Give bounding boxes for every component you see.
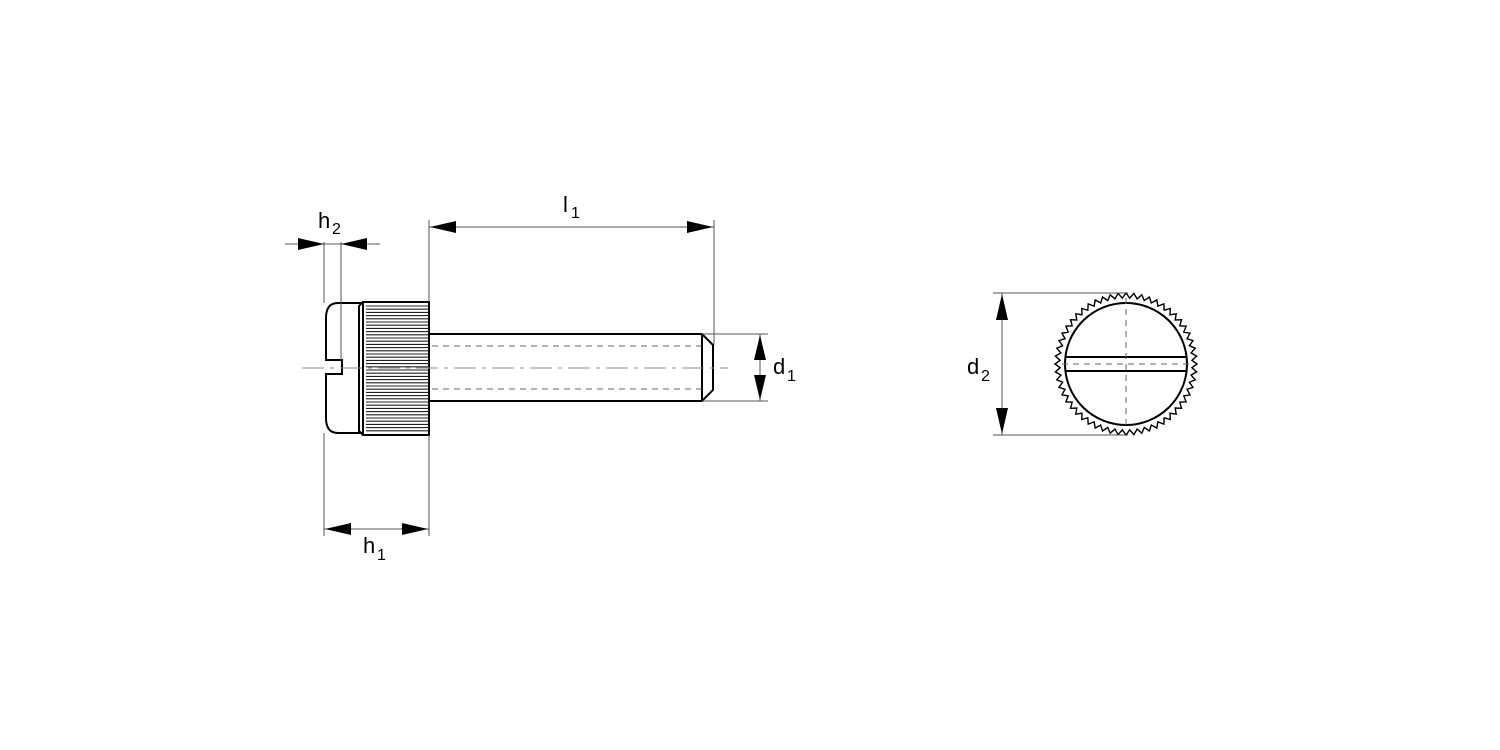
- end-view: [1053, 291, 1199, 437]
- label-d1: d: [773, 354, 785, 379]
- dimension-l1: l 1: [428, 192, 715, 345]
- label-l1: l: [563, 192, 568, 217]
- knurl-outline: [1053, 291, 1199, 437]
- svg-text:1: 1: [787, 368, 796, 385]
- side-view: [302, 301, 728, 436]
- dimension-d2: d 2: [967, 292, 1128, 436]
- dimension-h2: h 2: [285, 208, 380, 360]
- svg-text:2: 2: [332, 221, 341, 238]
- svg-text:1: 1: [377, 547, 386, 564]
- svg-text:2: 2: [981, 368, 990, 385]
- label-h2: h: [318, 208, 330, 233]
- svg-text:1: 1: [571, 205, 580, 222]
- label-h1: h: [363, 533, 375, 558]
- label-d2: d: [967, 354, 979, 379]
- dimension-h1: h 1: [323, 433, 430, 564]
- dimension-d1: d 1: [702, 333, 796, 402]
